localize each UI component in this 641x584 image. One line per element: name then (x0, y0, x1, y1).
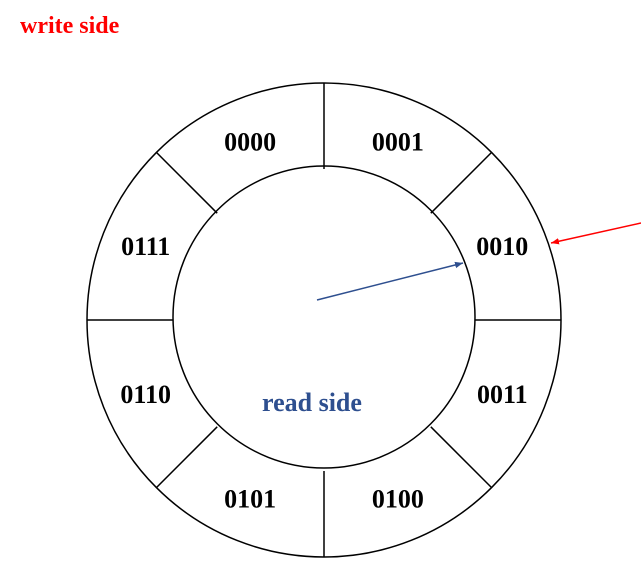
read-side-label: read side (262, 388, 362, 417)
segment-divider (430, 151, 493, 214)
segment-label-0000: 0000 (224, 128, 276, 157)
segment-divider (430, 426, 493, 489)
segment-label-0011: 0011 (477, 380, 528, 409)
segment-divider (155, 426, 218, 489)
segment-dividers (87, 83, 561, 557)
segment-label-0110: 0110 (120, 380, 171, 409)
segment-label-0001: 0001 (372, 128, 424, 157)
read-pointer-arrow (316, 261, 464, 301)
inner-circle (172, 165, 476, 469)
segment-label-0100: 0100 (372, 484, 424, 513)
segment-labels: 0000 0001 0010 0011 0100 0101 0110 0111 (120, 128, 528, 514)
segment-label-0010: 0010 (476, 232, 528, 261)
write-pointer-arrow (550, 222, 641, 245)
segment-label-0101: 0101 (224, 484, 276, 513)
segment-label-0111: 0111 (121, 232, 170, 261)
write-side-label: write side (20, 13, 120, 39)
segment-divider (155, 151, 218, 214)
